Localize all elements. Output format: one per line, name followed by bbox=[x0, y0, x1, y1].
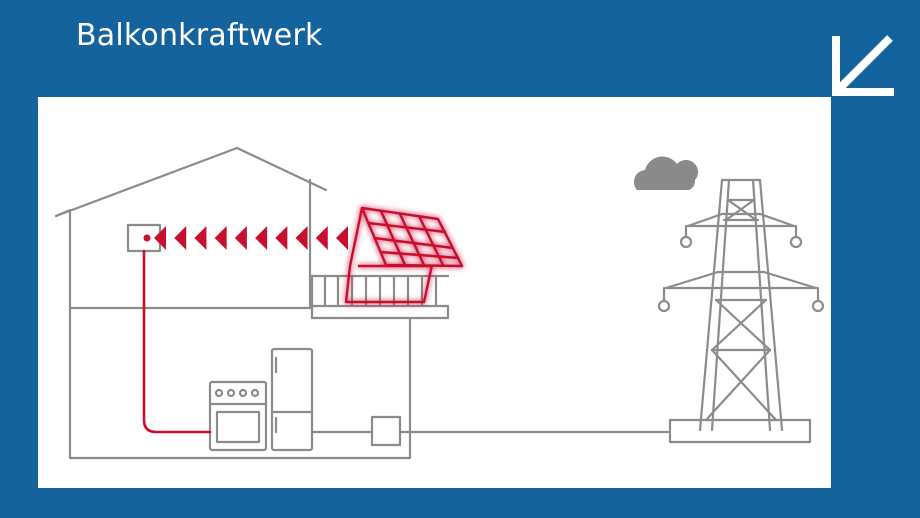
energy-arrow bbox=[234, 226, 247, 250]
energy-arrow bbox=[214, 226, 227, 250]
energy-arrow bbox=[174, 226, 187, 250]
power-pylon-icon[interactable] bbox=[657, 178, 825, 444]
page-title: Balkonkraftwerk bbox=[76, 18, 323, 53]
balcony-power-plant-diagram bbox=[38, 97, 831, 488]
house-outline bbox=[54, 146, 412, 460]
energy-arrow bbox=[315, 226, 328, 250]
energy-arrow bbox=[275, 226, 288, 250]
cloud-icon bbox=[633, 156, 699, 190]
fridge-icon[interactable] bbox=[270, 347, 314, 452]
energy-cable bbox=[142, 249, 212, 434]
energy-arrow bbox=[255, 226, 268, 250]
arrow-down-left-icon[interactable] bbox=[828, 30, 898, 100]
solar-panel-icon[interactable] bbox=[344, 206, 464, 304]
energy-arrows bbox=[154, 226, 348, 250]
card-background bbox=[38, 97, 831, 488]
energy-arrow bbox=[295, 226, 308, 250]
socket-point bbox=[143, 234, 151, 242]
energy-arrow bbox=[194, 226, 207, 250]
stove-icon[interactable] bbox=[208, 380, 268, 452]
energy-arrow bbox=[154, 226, 166, 250]
energy-arrow bbox=[336, 226, 348, 250]
diagram-card bbox=[38, 97, 831, 488]
